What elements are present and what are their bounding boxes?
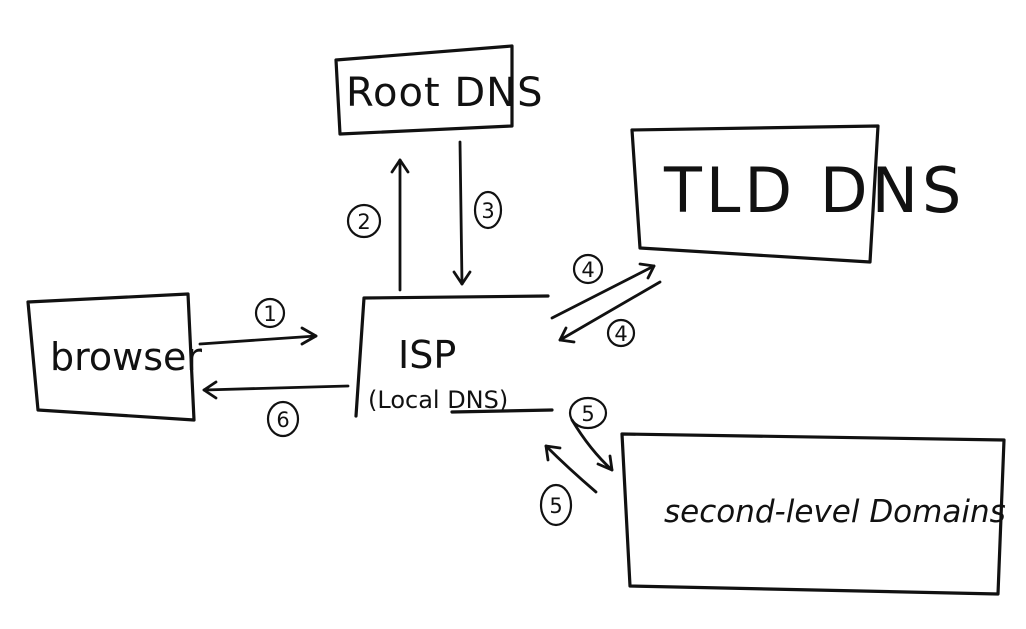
step-3-label: 3 [473,190,503,230]
arrow-5-down [570,418,614,472]
arrow-6 [202,380,350,400]
tld-dns-box [630,124,880,264]
svg-text:1: 1 [263,302,276,326]
step-1-label: 1 [254,297,286,329]
step-4-up-label: 4 [572,253,604,285]
svg-text:4: 4 [581,258,594,282]
step-2-label: 2 [346,203,382,239]
isp-label: ISP [398,333,456,377]
step-6-label: 6 [266,400,300,438]
arrow-4-up [550,262,656,320]
svg-text:5: 5 [549,494,562,518]
svg-text:5: 5 [581,402,594,426]
isp-sub-label: (Local DNS) [368,386,508,414]
root-dns-box [334,44,514,136]
svg-text:2: 2 [357,210,370,234]
tld-dns-label: TLD DNS [663,154,965,227]
step-5-bottom-label: 5 [539,483,573,527]
svg-text:3: 3 [481,199,494,223]
second-level-label: second-level Domains [664,494,1006,530]
step-5-top-label: 5 [568,396,608,430]
svg-text:6: 6 [276,408,289,432]
root-dns-label: Root DNS [346,70,543,116]
svg-text:4: 4 [614,322,627,346]
second-level-domains-box [620,432,1006,596]
arrow-1 [198,326,318,346]
browser-box [26,292,196,422]
arrow-5-up [544,444,598,494]
browser-label: browser [50,335,202,379]
arrow-3 [452,140,472,286]
arrow-2 [390,158,410,292]
step-4-down-label: 4 [606,318,636,348]
isp-box [354,294,554,418]
arrow-4-down [558,280,662,344]
